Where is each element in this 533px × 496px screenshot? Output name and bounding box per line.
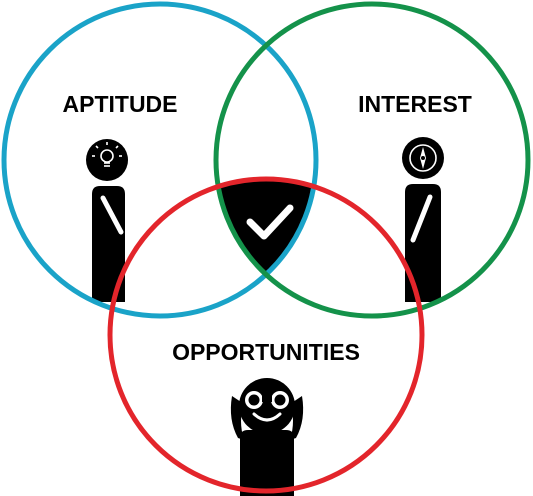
opportunities-person-figure: [230, 378, 304, 496]
opportunities-circle: [107, 176, 425, 494]
interest-label: INTEREST: [358, 91, 472, 117]
binoculars-icon: [245, 391, 289, 409]
aptitude-label: APTITUDE: [63, 91, 178, 117]
aptitude-person-figure: [86, 139, 128, 302]
opportunities-label: OPPORTUNITIES: [172, 339, 360, 365]
lightbulb-icon: [92, 142, 122, 167]
checkmark-icon: [246, 204, 294, 240]
aptitude-circle: [1, 1, 319, 319]
interest-circle: [213, 1, 531, 319]
interest-person-figure: [402, 137, 444, 302]
compass-icon: [409, 144, 437, 172]
